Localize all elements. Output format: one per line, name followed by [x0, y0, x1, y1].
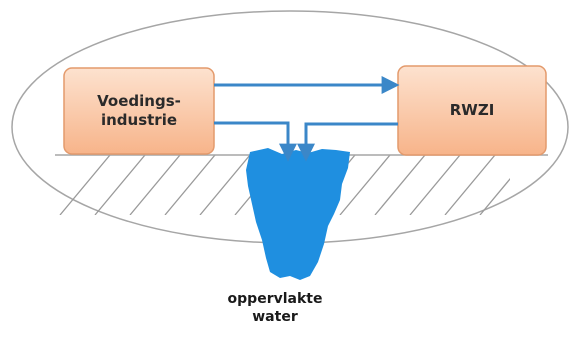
plant-box — [397, 65, 547, 156]
ground-hatching — [59, 155, 510, 215]
surface-water-shape — [246, 148, 350, 280]
plant-label: RWZI — [449, 101, 495, 119]
arrow-plant-to-water — [297, 122, 398, 162]
industry-box — [63, 67, 215, 155]
arrow-industry-to-water — [214, 121, 297, 162]
surface-water-label: oppervlakte water — [227, 291, 323, 325]
industry-label: Voedings- industrie — [97, 92, 181, 129]
